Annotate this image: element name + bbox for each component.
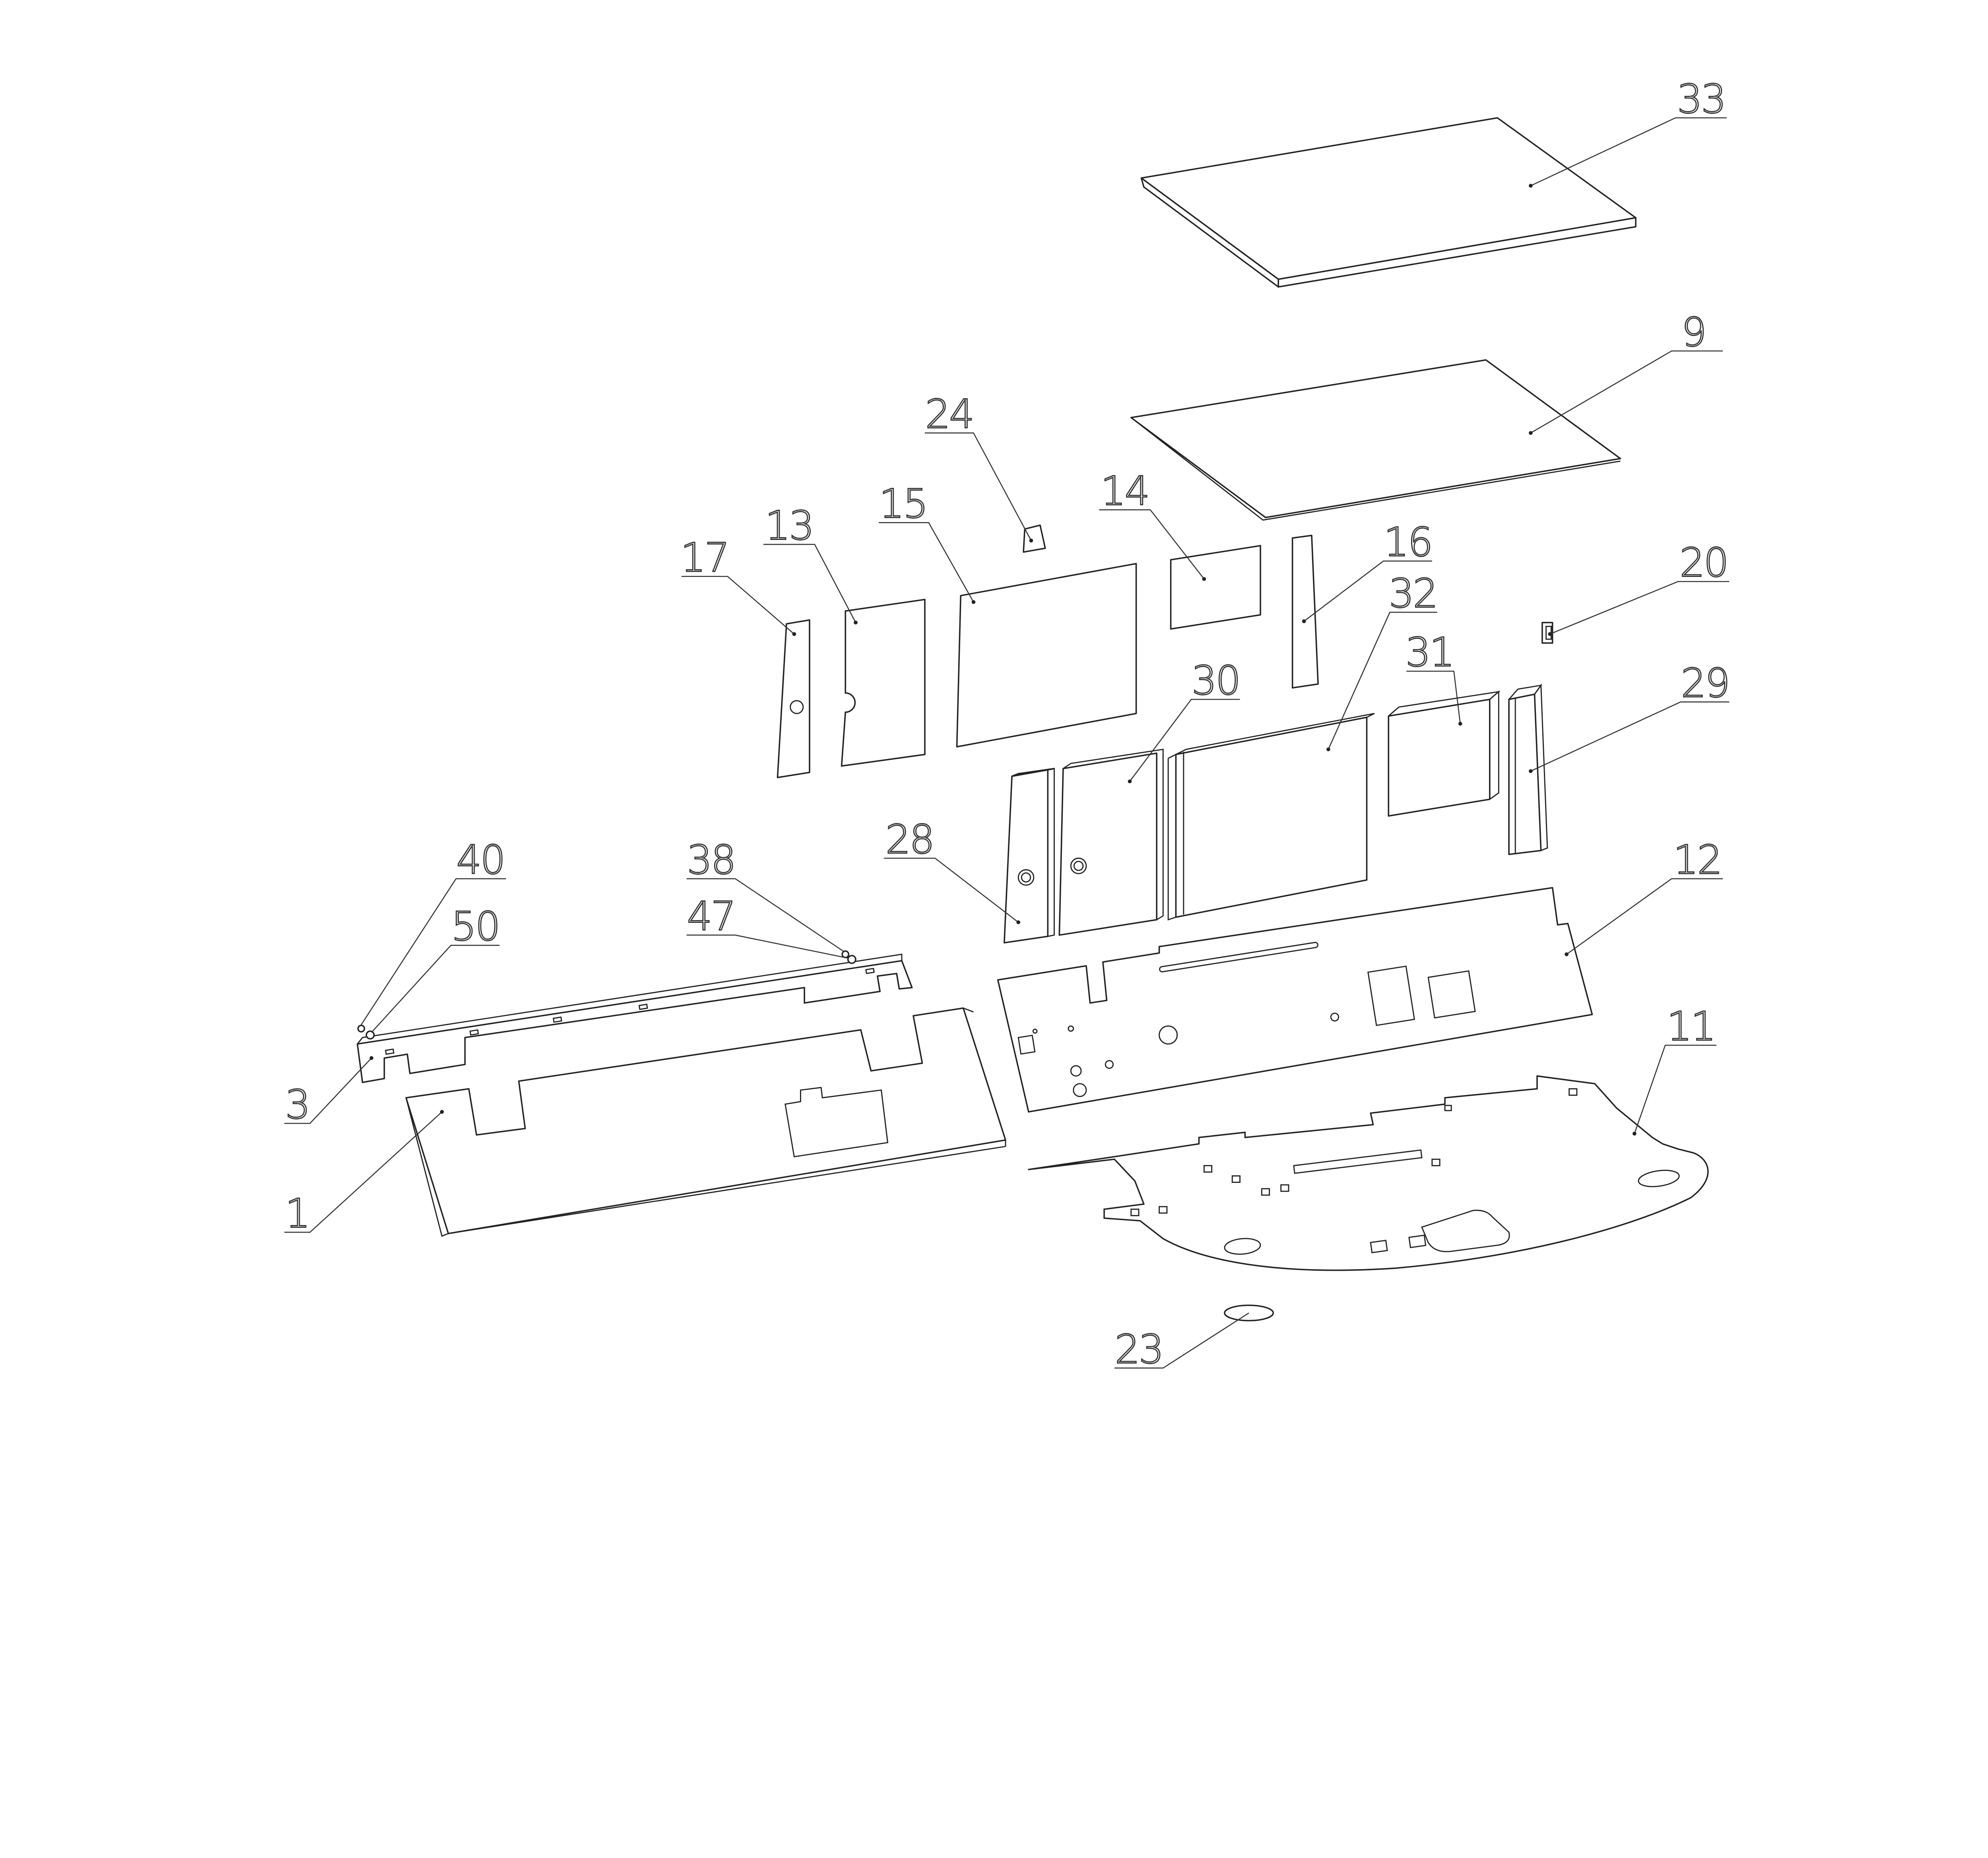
callout-14: 14	[1099, 467, 1206, 581]
callout-47: 47	[686, 892, 848, 959]
part-30-panel	[1058, 748, 1164, 936]
part-33-top-board	[1140, 117, 1637, 288]
callout-11: 11	[1632, 1003, 1717, 1136]
callout-13: 13	[763, 502, 858, 625]
callout-label: 1	[285, 1190, 309, 1237]
callout-label: 16	[1384, 519, 1432, 565]
part-15-panel	[956, 563, 1137, 747]
callout-23: 23	[1114, 1312, 1249, 1373]
part-12-plate	[997, 887, 1593, 1113]
part-3-bracket	[357, 953, 913, 1083]
callout-label: 14	[1101, 468, 1149, 514]
screw-pair-left	[357, 1025, 375, 1040]
callout-label: 29	[1681, 660, 1729, 707]
part-13-panel	[841, 598, 926, 767]
callout-15: 15	[879, 480, 976, 604]
callout-40: 40	[361, 836, 506, 1025]
callout-9: 9	[1529, 308, 1723, 435]
callout-29: 29	[1529, 659, 1731, 773]
callout-50: 50	[371, 903, 501, 1033]
callout-label: 40	[456, 837, 505, 883]
part-1-base-panel	[405, 1007, 1006, 1237]
callout-31: 31	[1405, 629, 1462, 726]
callout-label: 17	[681, 534, 729, 581]
part-28-strip	[1004, 768, 1055, 944]
callout-17: 17	[680, 534, 796, 636]
callout-30: 30	[1128, 657, 1241, 784]
callout-38: 38	[686, 836, 845, 952]
part-23-disc	[1224, 1305, 1274, 1322]
callout-label: 9	[1681, 309, 1705, 355]
callout-label: 3	[285, 1081, 309, 1128]
callout-label: 23	[1115, 1326, 1163, 1373]
part-14-panel	[1170, 545, 1261, 630]
callout-3: 3	[284, 1056, 374, 1128]
callout-label: 28	[885, 816, 934, 863]
callout-label: 15	[879, 481, 927, 527]
callout-label: 11	[1667, 1003, 1715, 1050]
callout-label: 47	[687, 893, 735, 940]
callout-1: 1	[284, 1110, 444, 1237]
callout-label: 38	[687, 837, 735, 883]
callout-label: 12	[1673, 837, 1721, 883]
part-16-strip	[1291, 534, 1319, 689]
callout-label: 13	[765, 502, 813, 549]
callout-label: 20	[1679, 540, 1728, 586]
part-24-wedge	[1023, 524, 1046, 553]
callout-33: 33	[1529, 75, 1727, 188]
callout-12: 12	[1565, 836, 1723, 956]
callout-32: 32	[1326, 570, 1439, 751]
callout-24: 24	[924, 390, 1033, 543]
part-9-sheet	[1130, 359, 1621, 521]
callout-20: 20	[1548, 539, 1730, 636]
part-29-strip	[1508, 683, 1548, 855]
exploded-assembly-drawing: 33 9 24 14 16 20 17 13 15 32 30 31	[284, 75, 1731, 1373]
part-17-strip	[777, 619, 810, 779]
callout-label: 32	[1389, 570, 1437, 617]
part-31-block	[1388, 690, 1501, 817]
part-11-base-tray	[1028, 1075, 1709, 1271]
callout-label: 24	[925, 391, 973, 437]
callout-28: 28	[883, 815, 1021, 924]
part-32-panel	[1167, 713, 1375, 921]
callout-16: 16	[1302, 518, 1434, 623]
callout-label: 30	[1192, 657, 1240, 704]
callout-label: 31	[1406, 629, 1454, 676]
callout-label: 33	[1677, 76, 1725, 122]
callout-label: 50	[451, 903, 499, 950]
